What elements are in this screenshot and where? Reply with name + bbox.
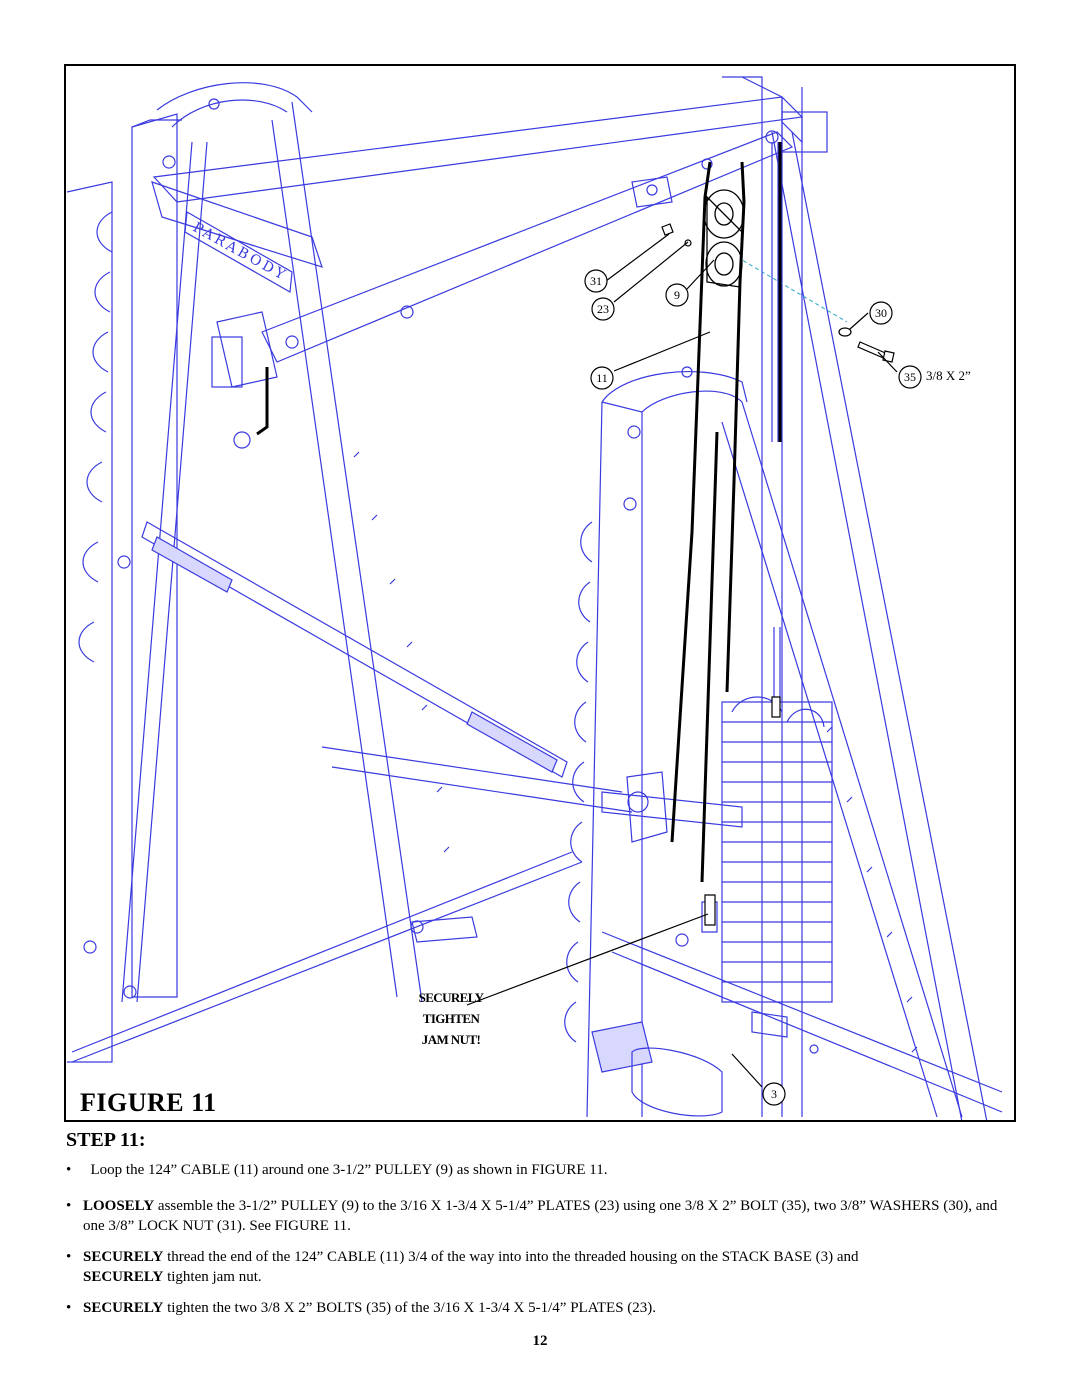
left-upright [131, 113, 178, 998]
callout-11: 11 [596, 371, 608, 385]
emphasis-securely: SECURELY [83, 1300, 164, 1316]
bolt-size-label: 3/8 X 2” [926, 368, 971, 383]
emphasis-loosely: LOOSELY [83, 1198, 155, 1214]
instruction-text: tighten the two 3/8 X 2” BOLTS (35) of t… [163, 1300, 657, 1316]
cable-11 [256, 142, 782, 883]
warning-line-jam-nut: JAM NUT! [421, 1032, 481, 1047]
top-crossbar [152, 96, 804, 203]
warning-line-securely: SECURELY [418, 990, 484, 1005]
instruction-item: • SECURELY thread the end of the 124” CA… [66, 1247, 1016, 1287]
leader-23 [613, 241, 689, 303]
callout-31: 31 [590, 274, 602, 288]
instruction-text: Loop the 124” CABLE (11) around one 3-1/… [90, 1162, 608, 1178]
callout-3: 3 [771, 1087, 777, 1101]
leader-9 [686, 259, 715, 290]
leader-30 [849, 312, 869, 330]
leader-31 [605, 233, 670, 282]
bullet: • [66, 1162, 72, 1178]
washer-30 [838, 327, 852, 337]
emphasis-securely: SECURELY [83, 1249, 164, 1265]
instruction-text: thread the end of the 124” CABLE (11) 3/… [163, 1249, 859, 1265]
assembly-drawing: PARABODY [66, 76, 1003, 1120]
callout-23: 23 [597, 302, 609, 316]
high-pulley-arm [261, 131, 794, 363]
olympic-bar [141, 521, 568, 778]
figure-title: FIGURE 11 [80, 1088, 217, 1117]
bullet: • [66, 1249, 72, 1265]
leader-jamnut [466, 913, 709, 1006]
weight-stack [721, 701, 833, 1003]
instruction-text: assemble the 3-1/2” PULLEY (9) to the 3/… [83, 1198, 998, 1234]
pulley-assembly [703, 189, 745, 288]
square-cap [781, 111, 828, 153]
callout-35: 35 [904, 370, 916, 384]
warning-line-tighten: TIGHTEN [422, 1011, 480, 1026]
emphasis-securely: SECURELY [83, 1269, 164, 1285]
instruction-item: • Loop the 124” CABLE (11) around one 3-… [66, 1160, 1016, 1180]
figure-frame: PARABODY 31 23 9 30 11 35 3/8 X 2” 3 SEC… [64, 64, 1016, 1122]
leader-35 [877, 351, 898, 373]
page-number: 12 [532, 1333, 548, 1349]
callout-9: 9 [674, 288, 680, 302]
callout-30: 30 [875, 306, 887, 320]
instruction-item: • SECURELY tighten the two 3/8 X 2” BOLT… [66, 1298, 1016, 1318]
bullet: • [66, 1198, 72, 1214]
leader-11 [613, 331, 711, 372]
step-heading: STEP 11: [66, 1129, 146, 1151]
instruction-text: tighten jam nut. [163, 1269, 262, 1285]
bullet: • [66, 1300, 72, 1316]
instruction-item: • LOOSELY assemble the 3-1/2” PULLEY (9)… [66, 1196, 1016, 1236]
leader-3 [731, 1053, 763, 1088]
